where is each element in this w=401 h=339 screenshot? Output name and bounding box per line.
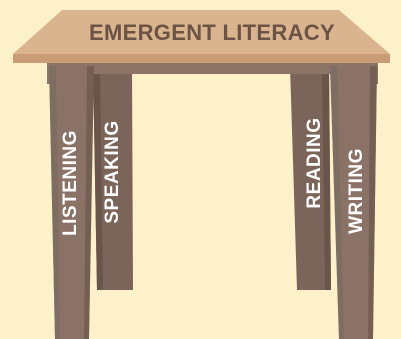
- table-apron: [47, 62, 378, 84]
- front-leg-right: [330, 66, 377, 339]
- back-leg-left: [93, 66, 133, 290]
- front-leg-left: [49, 66, 94, 339]
- leg-label-listening: LISTENING: [60, 130, 81, 236]
- tabletop: EMERGENT LITERACY: [13, 10, 390, 63]
- leg-label-speaking: SPEAKING: [102, 120, 123, 223]
- leg-label-writing: WRITING: [346, 148, 367, 234]
- title-label: EMERGENT LITERACY: [89, 20, 335, 45]
- back-leg-right: [290, 66, 331, 290]
- leg-label-reading: READING: [304, 117, 325, 208]
